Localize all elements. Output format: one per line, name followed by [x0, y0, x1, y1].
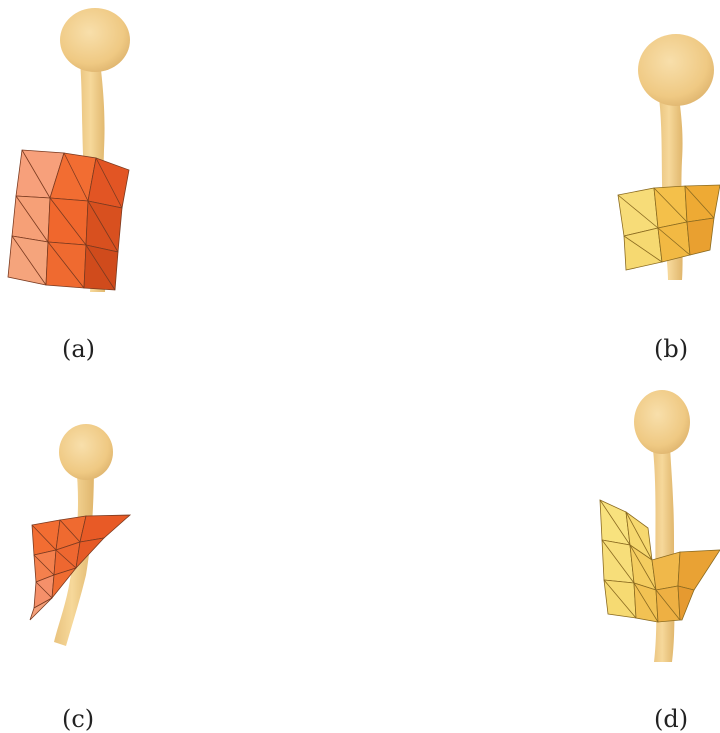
mesh-patch — [8, 150, 129, 290]
panel-d — [590, 380, 720, 680]
panel-c-illustration — [20, 410, 150, 660]
panel-b — [590, 0, 720, 310]
mesh-patch — [618, 185, 720, 270]
caption-c: (c) — [62, 707, 94, 731]
panel-d-illustration — [590, 380, 720, 680]
panel-c — [20, 410, 150, 660]
panel-a — [0, 0, 150, 310]
caption-d: (d) — [654, 707, 688, 731]
panel-a-illustration — [0, 0, 150, 310]
panel-b-illustration — [590, 0, 720, 310]
caption-b: (b) — [654, 337, 688, 361]
caption-a: (a) — [62, 337, 95, 361]
